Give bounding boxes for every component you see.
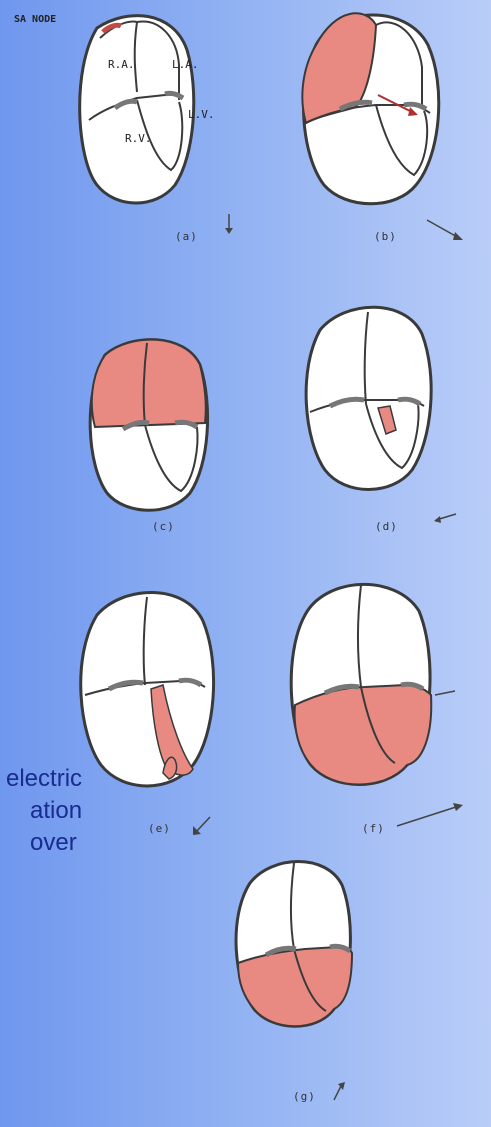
heart-panel-f bbox=[285, 575, 460, 800]
vector-arrow-f bbox=[395, 800, 465, 830]
heart-panel-a bbox=[75, 10, 200, 210]
caption-b: (b) bbox=[374, 230, 397, 243]
caption-d: (d) bbox=[375, 520, 398, 533]
caption-a: (a) bbox=[175, 230, 198, 243]
heart-panel-b bbox=[296, 5, 446, 220]
heart-panel-c bbox=[85, 335, 215, 515]
la-label: L.A. bbox=[172, 58, 199, 71]
rv-label: R.V. bbox=[125, 132, 152, 145]
heart-panel-e bbox=[75, 585, 225, 800]
body-text-line-2: ation bbox=[0, 795, 82, 827]
heart-panel-d bbox=[300, 300, 440, 500]
vector-arrow-d bbox=[432, 510, 458, 526]
body-text-line-1: electric bbox=[0, 763, 82, 795]
ra-label: R.A. bbox=[108, 58, 135, 71]
vector-arrow-e bbox=[190, 814, 214, 838]
vector-arrow-g bbox=[328, 1080, 348, 1104]
caption-e: (e) bbox=[148, 822, 171, 835]
caption-g: (g) bbox=[293, 1090, 316, 1103]
caption-f: (f) bbox=[362, 822, 385, 835]
body-text: electric ation over bbox=[0, 763, 82, 859]
vector-arrow-b bbox=[425, 218, 465, 244]
lv-label: L.V. bbox=[188, 108, 215, 121]
caption-c: (c) bbox=[152, 520, 175, 533]
body-text-line-3: over bbox=[0, 827, 82, 859]
sa-node-label: SA NODE bbox=[14, 14, 56, 25]
vector-arrow-a bbox=[222, 212, 236, 236]
heart-panel-g bbox=[230, 855, 360, 1035]
